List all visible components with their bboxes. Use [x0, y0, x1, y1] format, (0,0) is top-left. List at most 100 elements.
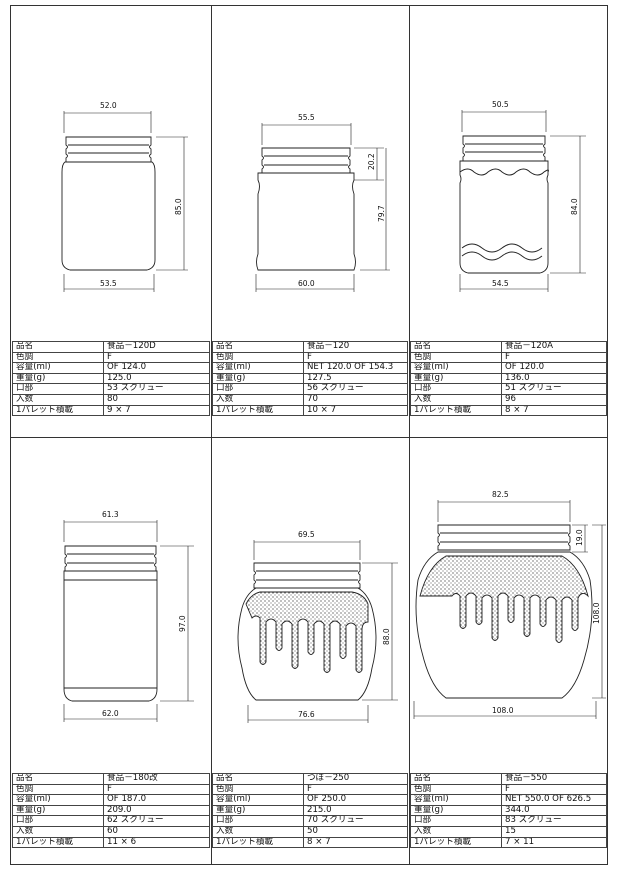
dim-bottom-550: 108.0: [492, 706, 514, 715]
value-quantity: 50: [303, 825, 408, 838]
value-color: F: [103, 783, 210, 796]
label-capacity: 容量(ml): [212, 794, 304, 806]
dim-top-180: 61.3: [102, 510, 119, 519]
label-weight: 重量(g): [410, 372, 502, 385]
dim-height-180: 97.0: [178, 615, 187, 632]
label-capacity: 容量(ml): [12, 794, 104, 806]
value-weight: 209.0: [103, 804, 210, 817]
dim-bottom-120A: 54.5: [492, 279, 509, 288]
value-name: つぼ－250: [303, 773, 408, 785]
label-color: 色調: [212, 783, 304, 796]
dim-top-120: 55.5: [298, 113, 315, 122]
value-mouth: 70 スクリュー: [303, 815, 408, 827]
label-mouth: 口部: [212, 815, 304, 827]
value-color: F: [501, 351, 607, 364]
jar-drawing-550: [413, 500, 606, 719]
label-color: 色調: [212, 351, 304, 364]
label-quantity: 入数: [410, 393, 502, 406]
value-capacity: OF 120.0: [501, 362, 607, 374]
value-quantity: 15: [501, 825, 607, 838]
value-pallet: 8 × 7: [303, 836, 408, 849]
dim-top-120A: 50.5: [492, 100, 509, 109]
column-divider: [409, 5, 410, 865]
value-name: 食品－180改: [103, 773, 210, 785]
value-capacity: NET 120.0 OF 154.3: [303, 362, 408, 374]
label-pallet: 1パレット積載: [12, 836, 104, 849]
label-mouth: 口部: [410, 383, 502, 395]
jar-drawing-120D: [61, 111, 188, 292]
value-weight: 344.0: [501, 804, 607, 817]
dim-bottom-120: 60.0: [298, 279, 315, 288]
value-pallet: 9 × 7: [103, 404, 210, 417]
label-weight: 重量(g): [410, 804, 502, 817]
label-name: 品名: [12, 773, 104, 785]
label-name: 品名: [410, 341, 502, 353]
label-capacity: 容量(ml): [212, 362, 304, 374]
label-pallet: 1パレット積載: [12, 404, 104, 417]
label-mouth: 口部: [410, 815, 502, 827]
value-quantity: 70: [303, 393, 408, 406]
value-weight: 136.0: [501, 372, 607, 385]
label-color: 色調: [12, 351, 104, 364]
column-divider: [211, 5, 212, 865]
value-name: 食品－550: [501, 773, 607, 785]
value-mouth: 62 スクリュー: [103, 815, 210, 827]
value-pallet: 8 × 7: [501, 404, 607, 417]
value-color: F: [501, 783, 607, 796]
dim-bottom-tsubo250: 76.6: [298, 710, 315, 719]
jar-drawing-120A: [459, 110, 586, 292]
value-name: 食品－120D: [103, 341, 210, 353]
jar-drawing-tsubo250: [237, 540, 398, 723]
value-pallet: 7 × 11: [501, 836, 607, 849]
label-pallet: 1パレット積載: [212, 836, 304, 849]
label-color: 色調: [12, 783, 104, 796]
jar-drawing-180: [63, 520, 194, 722]
label-name: 品名: [12, 341, 104, 353]
value-capacity: OF 124.0: [103, 362, 210, 374]
label-mouth: 口部: [12, 383, 104, 395]
dim-top-120D: 52.0: [100, 101, 117, 110]
value-weight: 215.0: [303, 804, 408, 817]
jar-drawing-120: [255, 123, 390, 292]
label-capacity: 容量(ml): [410, 794, 502, 806]
label-quantity: 入数: [12, 393, 104, 406]
dim-top-550: 82.5: [492, 490, 509, 499]
value-mouth: 56 スクリュー: [303, 383, 408, 395]
value-name: 食品－120: [303, 341, 408, 353]
dim-height-120: 79.7: [377, 205, 386, 222]
dim-bottom-180: 62.0: [102, 709, 119, 718]
catalog-sheet: [10, 5, 608, 865]
label-name: 品名: [212, 341, 304, 353]
value-color: F: [303, 351, 408, 364]
label-name: 品名: [212, 773, 304, 785]
label-mouth: 口部: [212, 383, 304, 395]
value-mouth: 83 スクリュー: [501, 815, 607, 827]
label-pallet: 1パレット積載: [212, 404, 304, 417]
value-pallet: 11 × 6: [103, 836, 210, 849]
value-capacity: OF 187.0: [103, 794, 210, 806]
value-quantity: 96: [501, 393, 607, 406]
label-weight: 重量(g): [12, 372, 104, 385]
value-quantity: 60: [103, 825, 210, 838]
value-capacity: NET 550.0 OF 626.5: [501, 794, 607, 806]
label-weight: 重量(g): [212, 804, 304, 817]
label-capacity: 容量(ml): [12, 362, 104, 374]
value-quantity: 80: [103, 393, 210, 406]
row-divider: [10, 437, 608, 438]
value-capacity: OF 250.0: [303, 794, 408, 806]
label-mouth: 口部: [12, 815, 104, 827]
dim-top-tsubo250: 69.5: [298, 530, 315, 539]
label-weight: 重量(g): [12, 804, 104, 817]
label-color: 色調: [410, 783, 502, 796]
label-pallet: 1パレット積載: [410, 404, 502, 417]
label-color: 色調: [410, 351, 502, 364]
value-pallet: 10 × 7: [303, 404, 408, 417]
label-quantity: 入数: [212, 825, 304, 838]
value-color: F: [303, 783, 408, 796]
value-weight: 125.0: [103, 372, 210, 385]
